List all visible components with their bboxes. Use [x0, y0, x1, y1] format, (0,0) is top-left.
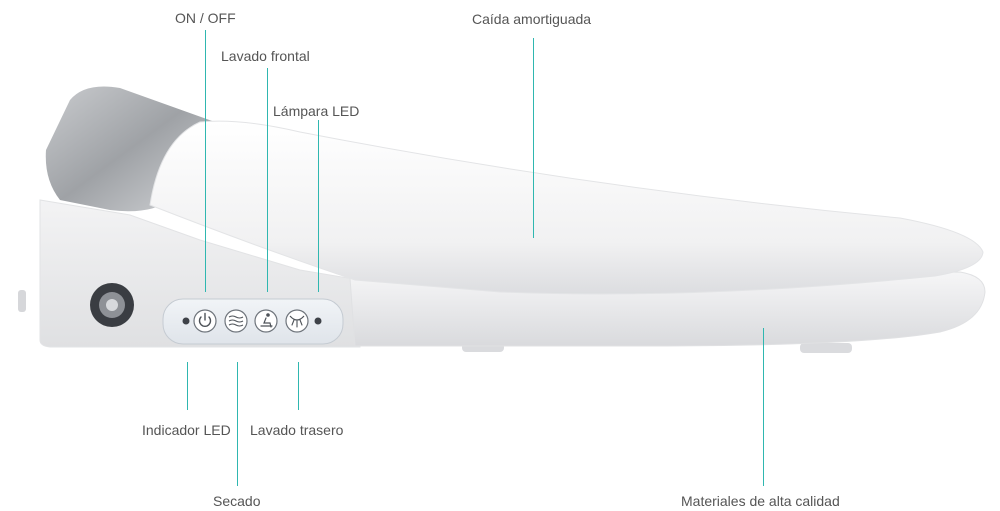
label-indicador-led: Indicador LED	[142, 422, 231, 438]
led-dot-icon	[314, 317, 322, 325]
leader-lampara-led	[318, 120, 319, 292]
leader-indicador-led	[187, 362, 188, 410]
side-connector	[18, 290, 26, 312]
power-icon[interactable]	[193, 309, 217, 333]
label-materiales: Materiales de alta calidad	[681, 493, 840, 509]
leader-lavado-trasero	[298, 362, 299, 410]
front-wash-icon[interactable]	[254, 309, 278, 333]
lamp-icon[interactable]	[285, 309, 309, 333]
leader-materiales	[763, 328, 764, 486]
leader-caida-amortiguada	[533, 38, 534, 238]
label-lavado-trasero: Lavado trasero	[250, 422, 344, 438]
dry-waves-icon[interactable]	[224, 309, 248, 333]
label-lampara-led: Lámpara LED	[273, 103, 360, 119]
leader-on-off	[205, 30, 206, 292]
label-caida-amortiguada: Caída amortiguada	[472, 11, 592, 27]
leader-secado	[237, 362, 238, 486]
seat-foot	[800, 343, 852, 353]
leader-lavado-frontal	[267, 68, 268, 292]
label-lavado-frontal: Lavado frontal	[221, 48, 310, 64]
knob-center	[106, 299, 118, 311]
seat-lid	[149, 120, 984, 295]
led-dot-icon	[182, 317, 190, 325]
label-on-off: ON / OFF	[175, 10, 236, 26]
label-secado: Secado	[213, 493, 261, 509]
